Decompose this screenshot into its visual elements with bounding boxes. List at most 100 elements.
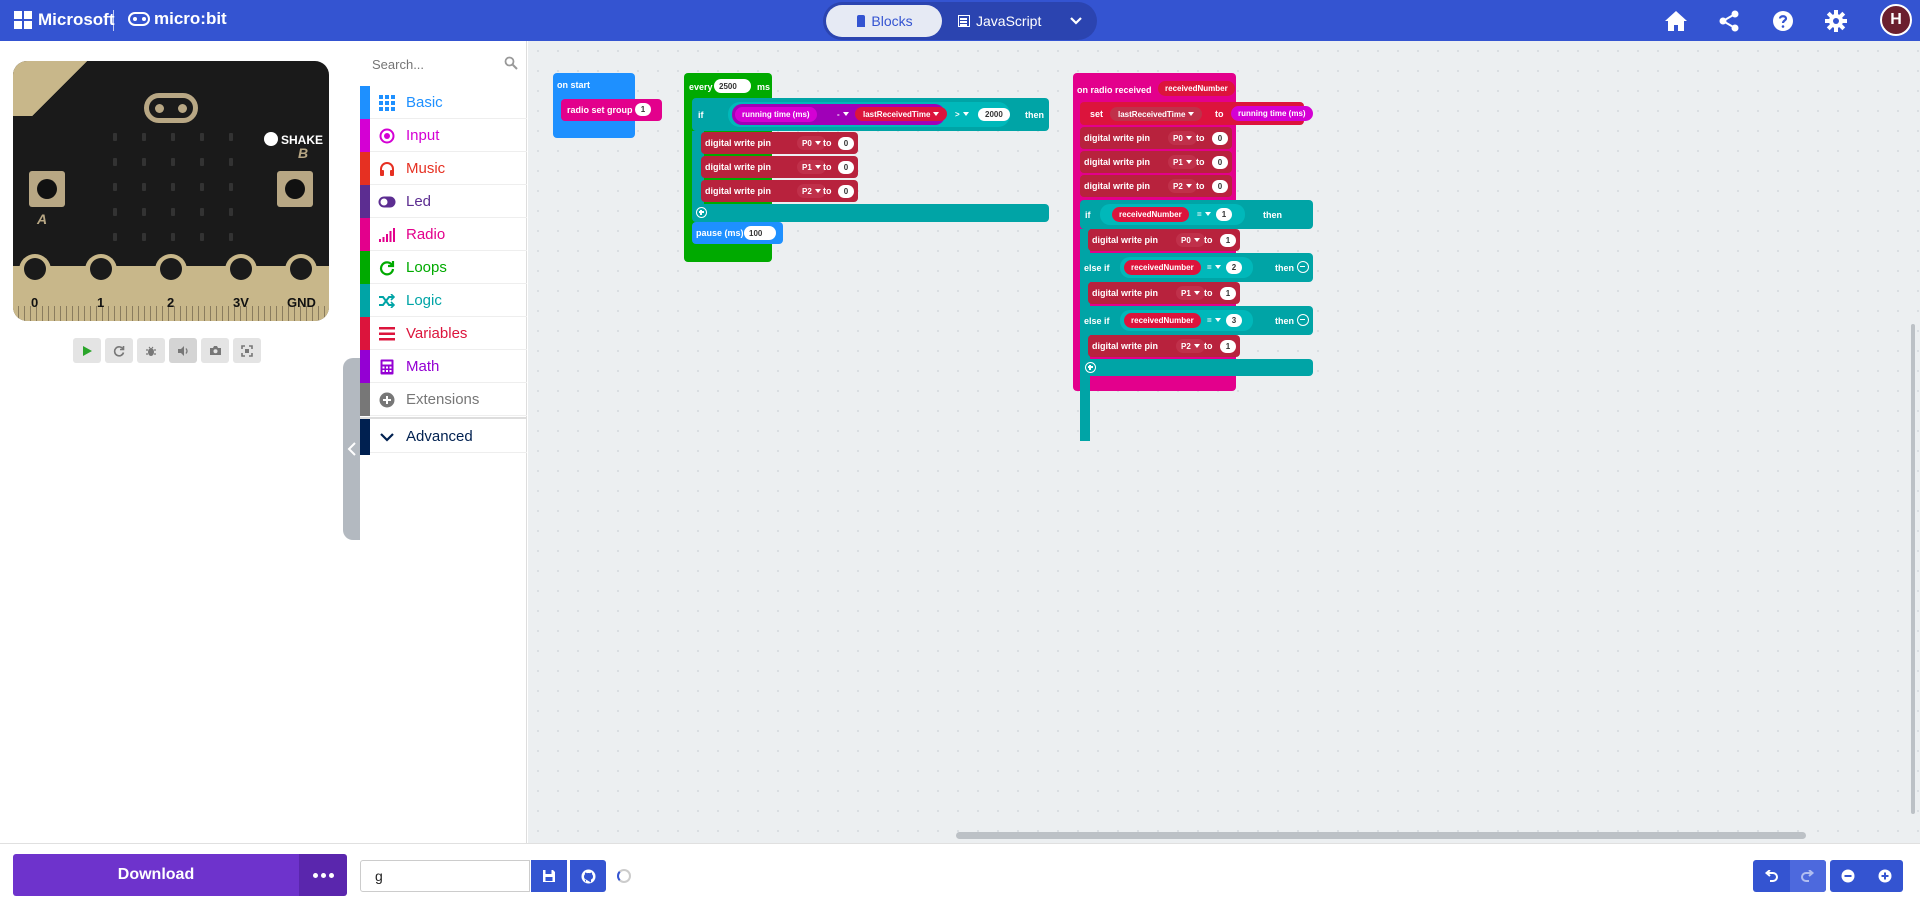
pause-block[interactable]: pause (ms) 100 — [692, 222, 783, 244]
category-math[interactable]: Math — [360, 350, 527, 383]
pin-dropdown[interactable]: P1 — [1176, 286, 1205, 300]
equals-block[interactable]: receivedNumber = 1 — [1100, 204, 1245, 225]
running-time-reporter[interactable]: running time (ms) — [1231, 106, 1313, 121]
if-else-block[interactable]: if receivedNumber = 1 then — [1080, 200, 1313, 229]
value-input[interactable]: 0 — [838, 161, 854, 174]
value-input[interactable]: 0 — [838, 185, 854, 198]
shake-button[interactable] — [264, 132, 278, 146]
pin-0[interactable] — [19, 254, 51, 310]
digital-write-p2-block[interactable]: digital write pin P2 to 0 — [1080, 175, 1232, 197]
value-input[interactable]: 1 — [1220, 234, 1236, 247]
share-button[interactable] — [1716, 8, 1742, 34]
received-number-reporter[interactable]: receivedNumber — [1112, 207, 1189, 222]
undo-button[interactable] — [1753, 860, 1789, 892]
pin-2[interactable] — [155, 254, 187, 310]
horizontal-scrollbar[interactable] — [956, 832, 1806, 839]
equals-operator-dropdown[interactable]: = — [1202, 260, 1226, 274]
value-input[interactable]: 1 — [1220, 287, 1236, 300]
save-button[interactable] — [531, 860, 567, 892]
compare-value-input[interactable]: 2 — [1226, 261, 1242, 274]
collapse-simulator-handle[interactable] — [343, 358, 360, 540]
remove-else-if-button[interactable] — [1297, 314, 1309, 326]
value-input[interactable]: 0 — [838, 137, 854, 150]
received-number-reporter[interactable]: receivedNumber — [1124, 260, 1201, 275]
restart-button[interactable] — [105, 338, 133, 363]
home-button[interactable] — [1663, 8, 1689, 34]
digital-write-p2-block[interactable]: digital write pin P2 to 0 — [701, 180, 858, 202]
compare-value-input[interactable]: 1 — [1216, 208, 1232, 221]
download-button[interactable]: Download — [13, 854, 299, 896]
project-name-input[interactable] — [360, 860, 530, 892]
equals-block[interactable]: receivedNumber = 2 — [1120, 257, 1253, 278]
javascript-tab[interactable]: JavaScript — [958, 5, 1041, 37]
microsoft-brand[interactable]: Microsoft — [38, 10, 115, 29]
button-a[interactable] — [29, 171, 65, 207]
category-led[interactable]: Led — [360, 185, 527, 218]
settings-button[interactable] — [1823, 8, 1849, 34]
comparison-block[interactable]: running time (ms) - lastReceivedTime > 2… — [728, 102, 1010, 127]
pin-gnd[interactable] — [285, 254, 317, 310]
fullscreen-button[interactable] — [233, 338, 261, 363]
category-radio[interactable]: Radio — [360, 218, 527, 251]
remove-else-if-button[interactable] — [1297, 261, 1309, 273]
compare-value-input[interactable]: 3 — [1226, 314, 1242, 327]
category-loops[interactable]: Loops — [360, 251, 527, 284]
pin-1[interactable] — [85, 254, 117, 310]
play-button[interactable] — [73, 338, 101, 363]
every-interval-dropdown[interactable]: 2500 — [714, 79, 751, 93]
category-input[interactable]: Input — [360, 119, 527, 152]
blocks-workspace[interactable]: on start radio set group 1 every 2500 ms… — [528, 41, 1920, 843]
variable-dropdown[interactable]: lastReceivedTime — [1110, 107, 1203, 121]
search-input[interactable] — [372, 53, 502, 75]
if-block[interactable]: if running time (ms) - lastReceivedTime … — [692, 98, 1049, 131]
language-dropdown-button[interactable] — [1069, 11, 1083, 36]
equals-operator-dropdown[interactable]: = — [1192, 207, 1216, 221]
pin-dropdown[interactable]: P0 — [1176, 233, 1205, 247]
else-if-1-clause[interactable]: else if receivedNumber = 2 then — [1080, 253, 1313, 282]
category-music[interactable]: Music — [360, 152, 527, 185]
pin-dropdown[interactable]: P2 — [797, 184, 826, 198]
running-time-reporter[interactable]: running time (ms) — [735, 107, 817, 122]
blocks-tab[interactable]: Blocks — [826, 5, 942, 37]
pin-dropdown[interactable]: P1 — [1168, 155, 1197, 169]
redo-button[interactable] — [1790, 860, 1826, 892]
pin-dropdown[interactable]: P2 — [1176, 339, 1205, 353]
minus-operator-dropdown[interactable]: - — [832, 107, 854, 121]
category-extensions[interactable]: Extensions — [360, 383, 527, 416]
category-logic[interactable]: Logic — [360, 284, 527, 317]
threshold-input[interactable]: 2000 — [978, 108, 1010, 121]
pin-3v[interactable] — [225, 254, 257, 310]
greater-than-dropdown[interactable]: > — [950, 107, 974, 121]
vertical-scrollbar[interactable] — [1911, 324, 1915, 814]
pin-dropdown[interactable]: P2 — [1168, 179, 1197, 193]
download-more-button[interactable] — [299, 854, 347, 896]
category-advanced[interactable]: Advanced — [360, 417, 527, 455]
help-button[interactable] — [1770, 8, 1796, 34]
category-basic[interactable]: Basic — [360, 86, 527, 119]
digital-write-p1-block[interactable]: digital write pin P1 to 0 — [1080, 151, 1232, 173]
subtract-block[interactable]: running time (ms) - lastReceivedTime — [732, 104, 948, 125]
radio-set-group-block[interactable]: radio set group 1 — [561, 99, 662, 121]
set-variable-block[interactable]: set lastReceivedTime to running time (ms… — [1080, 102, 1313, 125]
value-input[interactable]: 0 — [1212, 180, 1228, 193]
github-button[interactable] — [570, 860, 606, 892]
else-if-2-clause[interactable]: else if receivedNumber = 3 then — [1080, 306, 1313, 335]
equals-operator-dropdown[interactable]: = — [1202, 313, 1226, 327]
digital-write-p0-block[interactable]: digital write pin P0 to 0 — [1080, 127, 1232, 149]
digital-write-p1-block[interactable]: digital write pin P1 to 0 — [701, 156, 858, 178]
microbit-logo[interactable]: micro:bit — [128, 9, 227, 29]
digital-write-p0-block[interactable]: digital write pin P0 to 0 — [701, 132, 858, 154]
received-number-param[interactable]: receivedNumber — [1158, 81, 1235, 96]
debug-button[interactable] — [137, 338, 165, 363]
digital-write-p2-block[interactable]: digital write pin P2 to 1 — [1088, 335, 1240, 357]
pin-dropdown[interactable]: P1 — [797, 160, 826, 174]
screenshot-button[interactable] — [201, 338, 229, 363]
pause-dropdown[interactable]: 100 — [744, 226, 777, 240]
digital-write-p1-block[interactable]: digital write pin P1 to 1 — [1088, 282, 1240, 304]
radio-group-input[interactable]: 1 — [635, 103, 651, 116]
digital-write-p0-block[interactable]: digital write pin P0 to 1 — [1088, 229, 1240, 251]
value-input[interactable]: 0 — [1212, 156, 1228, 169]
zoom-out-button[interactable] — [1830, 860, 1866, 892]
received-number-reporter[interactable]: receivedNumber — [1124, 313, 1201, 328]
category-variables[interactable]: Variables — [360, 317, 527, 350]
